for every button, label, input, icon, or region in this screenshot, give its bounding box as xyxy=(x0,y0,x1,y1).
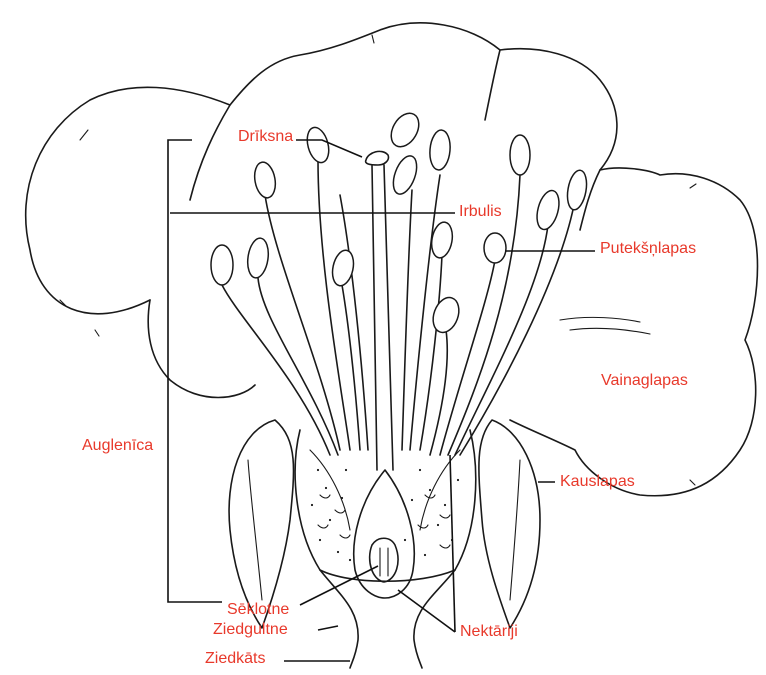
receptacle xyxy=(295,430,476,668)
seklotne-leader xyxy=(300,566,378,605)
label-ziedgultne: Ziedgultne xyxy=(213,621,288,639)
auglenica-bracket xyxy=(168,140,222,602)
label-seklotne: Sēklotne xyxy=(227,601,289,619)
label-ziedkats: Ziedkāts xyxy=(205,650,265,668)
label-puteksnlapas: Putekšņlapas xyxy=(600,240,696,258)
label-auglenica: Auglenīca xyxy=(82,437,153,455)
label-nektariji: Nektāriji xyxy=(460,623,518,641)
stamens xyxy=(211,108,589,455)
ziedgultne-leader xyxy=(318,626,338,630)
label-vainaglapas: Vainaglapas xyxy=(601,372,688,390)
sepals xyxy=(229,420,540,628)
label-driksna: Drīksna xyxy=(238,128,293,146)
nektariji-leader-a xyxy=(398,590,455,632)
nektariji-leader-b xyxy=(450,455,455,632)
label-irbulis: Irbulis xyxy=(459,203,502,221)
label-kauslapas: Kauslapas xyxy=(560,473,635,491)
